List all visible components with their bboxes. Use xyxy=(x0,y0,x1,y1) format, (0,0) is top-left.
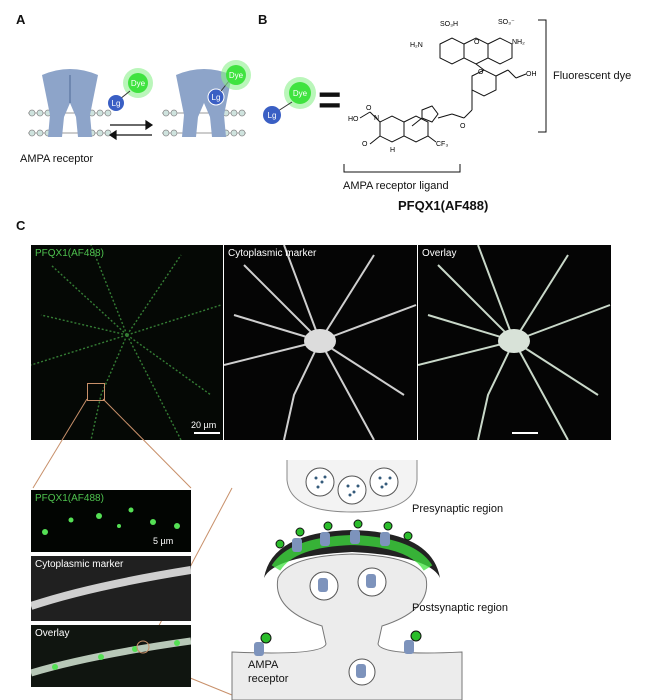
ampa-receptor-synapse-label: AMPA receptor xyxy=(248,659,289,685)
ampa-receptor-right xyxy=(176,69,232,137)
label-overlay: Overlay xyxy=(422,248,457,259)
micrograph-pfqx: PFQX1(AF488) xyxy=(31,245,223,440)
synapse-highlight xyxy=(136,640,150,654)
compound-name: PFQX1(AF488) xyxy=(398,198,489,213)
extrasynaptic-receptor-left xyxy=(254,642,264,656)
zoom-overlay: Overlay xyxy=(31,625,191,687)
panel-c-letter: C xyxy=(16,218,26,233)
synapse-schematic xyxy=(231,460,463,700)
lg-dye-conjugate: Dye Lg xyxy=(263,77,316,124)
equals-sign: = xyxy=(318,78,342,122)
highlight-box xyxy=(87,383,105,401)
panel-a-diagram: Dye Lg Lg Dye xyxy=(28,60,251,141)
fluorescent-dye-label: Fluorescent dye xyxy=(553,70,632,82)
svg-text:Lg: Lg xyxy=(212,93,221,102)
label-cyto: Cytoplasmic marker xyxy=(228,248,317,259)
svg-text:N: N xyxy=(374,115,379,122)
svg-text:SO₃H: SO₃H xyxy=(440,21,458,28)
micrograph-cyto: Cytoplasmic marker xyxy=(224,245,417,440)
zoom-pfqx: PFQX1(AF488) 5 µm xyxy=(31,490,191,552)
synaptic-receptors xyxy=(292,530,390,552)
postsynaptic-spine xyxy=(231,553,463,700)
zoom-label-cyto: Cytoplasmic marker xyxy=(35,559,124,570)
zoom-label-overlay: Overlay xyxy=(35,628,70,639)
ampa-ligand-label: AMPA receptor ligand xyxy=(343,180,449,192)
svg-text:Lg: Lg xyxy=(112,99,121,108)
lipid-heads-right xyxy=(162,109,246,137)
zoom-cyto: Cytoplasmic marker xyxy=(31,556,191,621)
vesicles xyxy=(305,467,399,505)
svg-text:H: H xyxy=(390,147,395,154)
presynaptic-label: Presynaptic region xyxy=(412,503,504,515)
scale-label-large: 20 µm xyxy=(191,420,217,430)
svg-text:Dye: Dye xyxy=(229,71,244,80)
scale-label-small: 5 µm xyxy=(153,536,174,546)
svg-text:O: O xyxy=(460,123,466,130)
svg-text:O: O xyxy=(478,69,484,76)
svg-text:H₂N: H₂N xyxy=(410,42,423,49)
lg-a2 xyxy=(207,88,225,106)
scale-bar-large-left xyxy=(194,432,220,434)
svg-text:SO₃⁻: SO₃⁻ xyxy=(498,19,515,26)
extrasynaptic-receptor-right xyxy=(404,640,414,654)
dye-bracket xyxy=(538,19,547,133)
equilibrium-arrows xyxy=(108,119,154,141)
svg-text:Lg: Lg xyxy=(268,111,277,120)
bound-dyes xyxy=(275,519,413,549)
svg-text:NH₂: NH₂ xyxy=(512,39,525,46)
postsynaptic-label: Postsynaptic region xyxy=(412,602,508,614)
scale-bar-large xyxy=(512,432,538,434)
ampa-receptor-label: AMPA receptor xyxy=(20,153,94,165)
lg-a1 xyxy=(108,95,124,111)
svg-text:CF₃: CF₃ xyxy=(436,141,448,148)
svg-text:HO: HO xyxy=(348,116,359,123)
dye-text-a1: Dye xyxy=(131,79,146,88)
label-pfqx: PFQX1(AF488) xyxy=(35,248,104,259)
svg-text:Dye: Dye xyxy=(293,89,308,98)
micrograph-overlay: Overlay xyxy=(418,245,611,440)
chemical-structure: SO₃H SO₃⁻ H₂N NH₂ O O OH O HO O N O H CF… xyxy=(348,19,537,154)
svg-text:OH: OH xyxy=(526,71,537,78)
svg-text:O: O xyxy=(366,105,372,112)
svg-text:O: O xyxy=(362,141,368,148)
panel-b-letter: B xyxy=(258,12,268,27)
zoom-label-pfqx: PFQX1(AF488) xyxy=(35,493,104,504)
panel-a-letter: A xyxy=(16,12,26,27)
ligand-bracket xyxy=(343,164,461,173)
svg-text:O: O xyxy=(474,39,480,46)
